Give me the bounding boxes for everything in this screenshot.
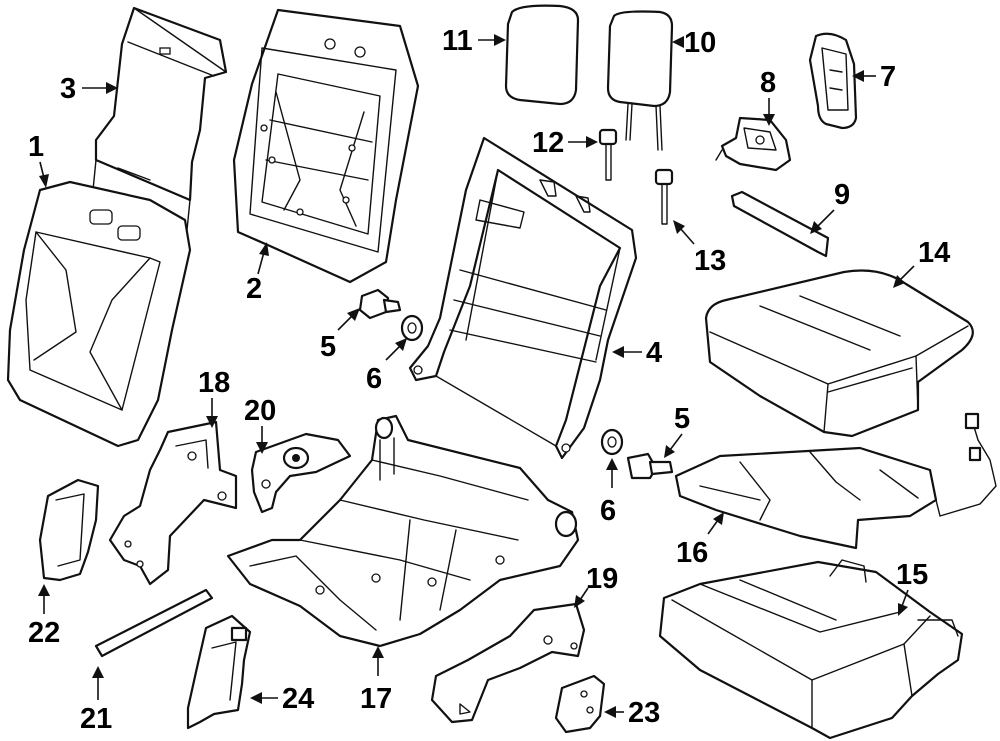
callout-22: 22 xyxy=(28,617,60,649)
part-20-pivot-bracket xyxy=(250,432,352,514)
part-15-cushion-frame xyxy=(658,559,964,740)
part-19-bracket xyxy=(430,602,586,724)
part-2-seat-back-panel xyxy=(232,8,420,284)
part-17-cushion-frame xyxy=(226,414,580,648)
part-10-headrest-posts xyxy=(606,10,674,151)
callout-4: 4 xyxy=(646,337,662,369)
callout-18: 18 xyxy=(198,367,230,399)
callout-19: 19 xyxy=(586,563,618,595)
callout-23: 23 xyxy=(628,697,660,729)
callout-5-lower: 5 xyxy=(674,403,690,435)
callout-3: 3 xyxy=(60,73,76,105)
part-1-seat-back-cover xyxy=(6,180,192,448)
part-6-washer-upper xyxy=(400,314,424,342)
callout-10: 10 xyxy=(684,27,716,59)
callout-16: 16 xyxy=(676,537,708,569)
callout-6-upper: 6 xyxy=(366,363,382,395)
callout-14: 14 xyxy=(918,237,950,269)
part-7-latch-cover xyxy=(808,32,858,130)
part-24-lower-shield xyxy=(186,614,252,730)
part-5-bolt-lower xyxy=(626,452,674,480)
callout-13: 13 xyxy=(694,245,726,277)
callout-9: 9 xyxy=(834,179,850,211)
part-9-trim-strip xyxy=(730,190,830,258)
callout-7: 7 xyxy=(880,61,896,93)
part-22-side-shield xyxy=(38,478,100,582)
part-4-seat-back-frame xyxy=(408,136,638,460)
callout-1: 1 xyxy=(28,131,44,163)
callout-2: 2 xyxy=(246,273,262,305)
part-11-headrest xyxy=(504,4,580,106)
part-12-headrest-guide xyxy=(598,128,618,181)
part-13-headrest-guide xyxy=(654,168,674,225)
callout-11: 11 xyxy=(442,25,473,57)
part-6-washer-lower xyxy=(600,428,624,456)
part-14-cushion-cover xyxy=(704,269,974,438)
callout-5-upper: 5 xyxy=(320,331,336,363)
part-21-strap xyxy=(94,588,214,658)
callout-21: 21 xyxy=(80,703,112,735)
callout-20: 20 xyxy=(244,395,276,427)
callout-12: 12 xyxy=(532,127,564,159)
callout-6-lower: 6 xyxy=(600,495,616,527)
callout-24: 24 xyxy=(282,683,314,715)
part-8-latch-hinge xyxy=(715,116,792,172)
callout-15: 15 xyxy=(896,559,928,591)
callout-17: 17 xyxy=(360,683,392,715)
part-16-cushion-pad xyxy=(674,412,997,550)
part-18-bracket xyxy=(108,420,238,586)
callout-8: 8 xyxy=(760,67,776,99)
part-5-bolt-upper xyxy=(358,288,402,320)
part-23-trim-cover xyxy=(554,674,606,734)
